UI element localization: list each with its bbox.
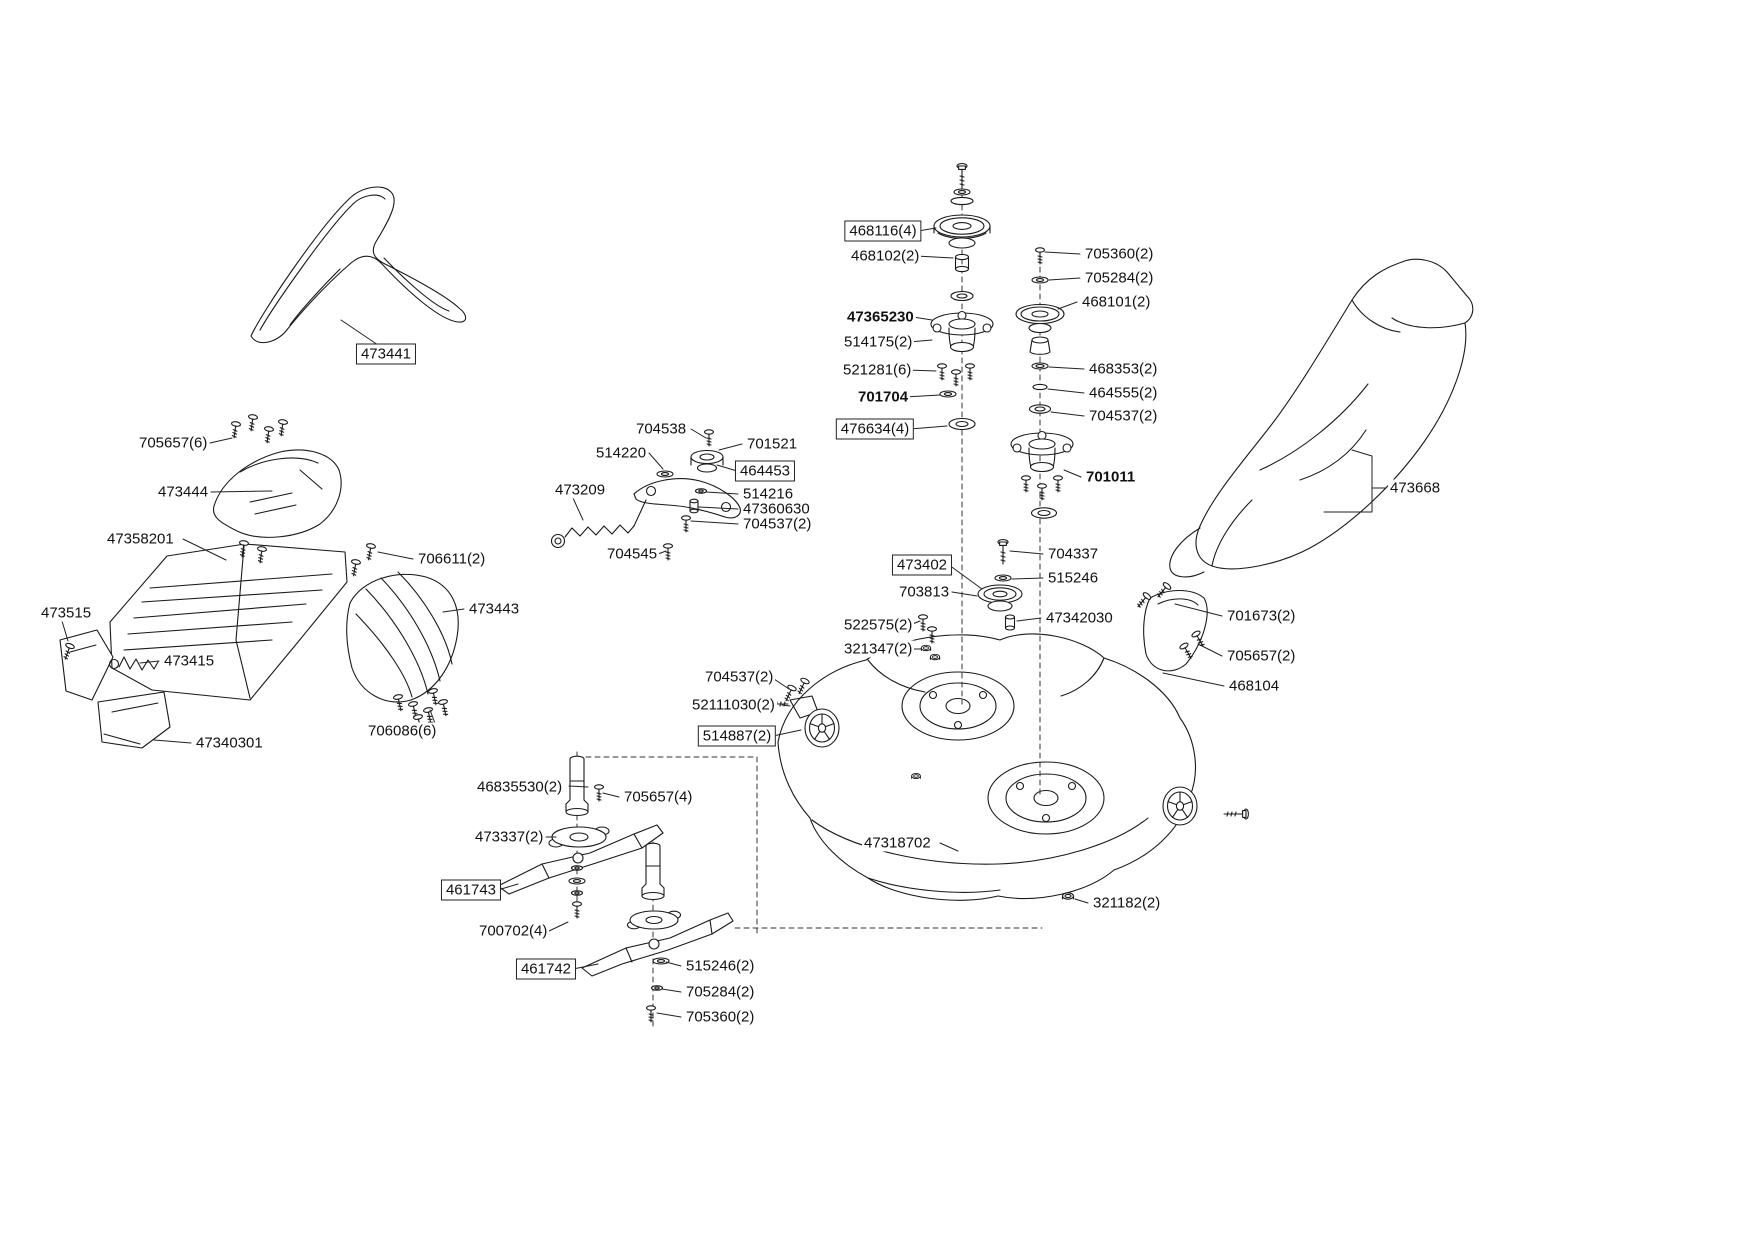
blade-group-right bbox=[581, 842, 734, 1023]
mower-deck bbox=[777, 633, 1196, 901]
idler-arm bbox=[633, 478, 741, 519]
leader-lines bbox=[61, 227, 1386, 1018]
tension-spring-473209 bbox=[550, 499, 647, 549]
deck-pulley-group bbox=[917, 539, 1023, 661]
idler-pulley-group bbox=[656, 429, 724, 561]
bracket-47340301 bbox=[97, 691, 171, 749]
drive-belt bbox=[250, 186, 467, 344]
discharge-chute bbox=[1169, 258, 1474, 578]
belt-guard-plate bbox=[109, 543, 348, 701]
spindle-assembly-left bbox=[930, 163, 994, 431]
deflector-468104 bbox=[1143, 589, 1208, 672]
spindle-assembly-right bbox=[1010, 247, 1074, 519]
spring-473415 bbox=[108, 656, 159, 671]
belt-guard-upper bbox=[212, 449, 342, 538]
screws-706611 bbox=[348, 542, 377, 578]
cover-473443 bbox=[346, 571, 459, 703]
blade-group-left bbox=[497, 755, 664, 919]
